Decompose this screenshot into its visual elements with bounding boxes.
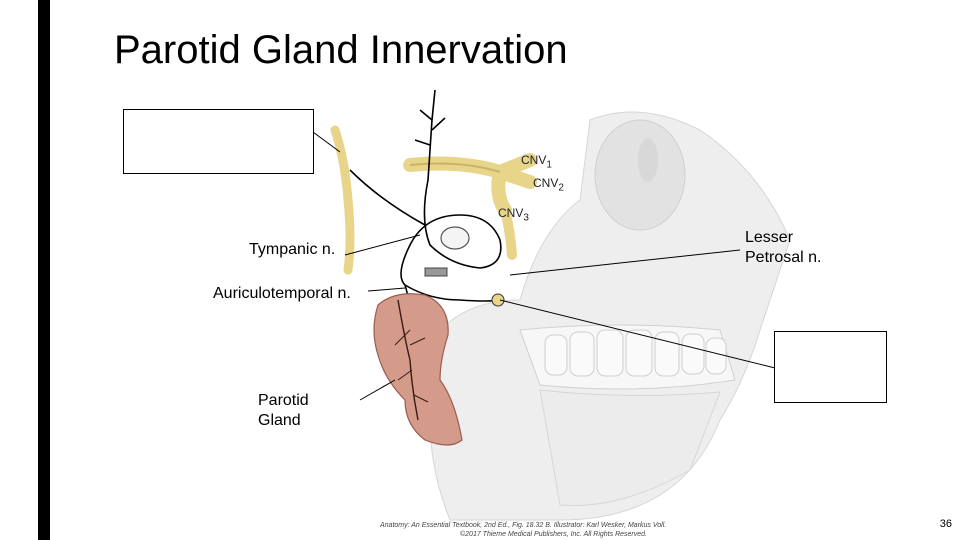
parotid-line1: Parotid — [258, 392, 309, 409]
otic-ganglion — [424, 226, 505, 307]
page-number: 36 — [939, 518, 952, 530]
parotid-gland-illustration — [373, 293, 463, 446]
parotid-line2: Gland — [258, 412, 301, 429]
cnv3-label: CNV3 — [498, 206, 529, 224]
credit-line1: Anatomy: An Essential Textbook, 2nd Ed.,… — [380, 522, 667, 529]
lesser-petrosal-line2: Petrosal n. — [745, 249, 822, 266]
tympanic-nerve-label: Tympanic n. — [249, 241, 336, 258]
slide-left-margin — [0, 0, 38, 540]
skull-illustration — [429, 111, 791, 521]
slide-left-accent-bar — [38, 0, 50, 540]
slide-title: Parotid Gland Innervation — [114, 28, 568, 72]
lesser-petrosal-line1: Lesser — [745, 229, 794, 246]
blank-label-box-right — [774, 331, 887, 403]
leader-lines — [312, 131, 776, 401]
credit-line2: ©2017 Thieme Medical Publishers, Inc. Al… — [460, 531, 647, 538]
figure-credit: Anatomy: An Essential Textbook, 2nd Ed.,… — [380, 521, 666, 539]
cnv2-label: CNV2 — [533, 176, 564, 194]
trigeminal-nerve — [330, 125, 537, 275]
blank-label-box-top-left — [123, 109, 314, 174]
auriculotemporal-nerve-label: Auriculotemporal n. — [213, 285, 351, 302]
lesser-petrosal-nerve-label: Lesser Petrosal n. — [745, 228, 821, 268]
cnv1-label: CNV1 — [521, 153, 552, 171]
parotid-gland-label: Parotid Gland — [258, 391, 309, 431]
